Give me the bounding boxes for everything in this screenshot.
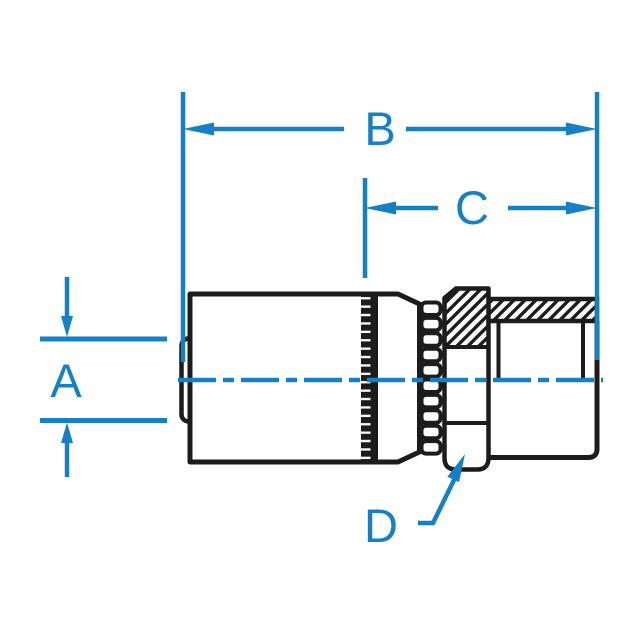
serration-segment [419, 439, 443, 456]
dim-label-b: B [364, 102, 395, 155]
serration-segment [419, 392, 443, 410]
serration-segment [419, 331, 443, 348]
nut-section-hatch [442, 286, 491, 349]
serration-segment [419, 362, 443, 379]
dimension-c: C [362, 178, 597, 278]
dim-a-arrow-down [61, 316, 73, 337]
leader-d-arrow [447, 454, 465, 483]
serration-segment [419, 315, 443, 333]
dim-label-c: C [455, 181, 489, 234]
leader-d: D [364, 454, 465, 552]
serration-segment [419, 423, 443, 441]
dim-c-arrow-left [365, 201, 396, 215]
serration-segment [419, 408, 443, 425]
dim-a-arrow-up [61, 422, 73, 443]
leader-d-line [418, 476, 458, 526]
dimension-b: B [180, 92, 600, 362]
port-wall-section-hatch [485, 296, 600, 324]
dim-c-arrow-right [566, 201, 597, 215]
serration-segment [419, 346, 443, 364]
serration-segment [419, 300, 443, 317]
dimension-a: A [40, 277, 167, 477]
dim-label-a: A [50, 354, 82, 407]
dim-label-d: D [364, 499, 398, 552]
port-outline [488, 321, 600, 460]
crimp-collar-serrations [419, 300, 443, 456]
dim-b-arrow-right [566, 122, 597, 136]
dim-b-arrow-left [183, 122, 214, 136]
